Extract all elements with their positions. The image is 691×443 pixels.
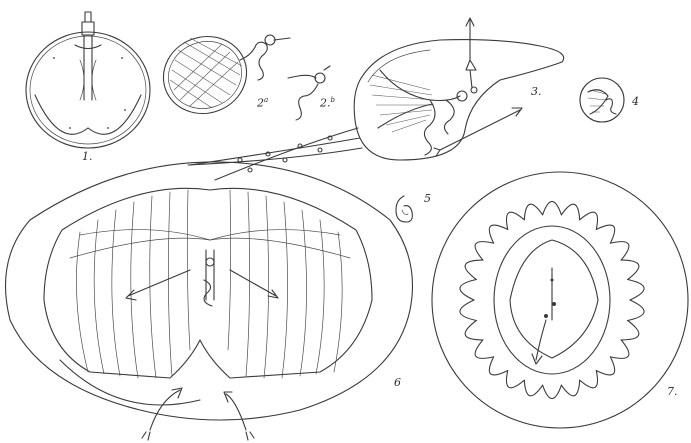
figure-6-drawing (6, 162, 413, 440)
rosette-lobe (621, 260, 639, 279)
figure-5-drawing (396, 196, 412, 222)
figure-1-drawing (26, 12, 150, 148)
figure-4-drawing (580, 78, 624, 122)
rosette-lobe (489, 225, 507, 243)
figure-2b-label: 2.b (320, 97, 335, 109)
rosette-lobe (610, 242, 628, 260)
figure-2b-sup: b (331, 96, 335, 104)
rosette-lobe (561, 204, 579, 220)
rosette-lobe (628, 300, 644, 321)
figure-2b-drawing (288, 66, 330, 120)
figure-2a-drawing (153, 25, 290, 125)
rosette-lobe (628, 280, 644, 301)
rosette-lobe (561, 380, 579, 396)
figure-7-drawing (432, 172, 688, 428)
rosette-lobe (460, 280, 476, 301)
rosette-lobe (475, 340, 493, 358)
figure-6-label: 6 (394, 377, 401, 388)
rosette-lobe (596, 357, 614, 375)
figure-5-label: 5 (424, 193, 431, 204)
rosette-lobe (506, 212, 524, 229)
figure-2a-sup: a (264, 96, 268, 104)
figure-1-label: 1. (82, 151, 93, 162)
rosette-lobe (465, 260, 483, 279)
figure-2a-label: 2a (257, 97, 268, 109)
figure-3-drawing (188, 18, 564, 180)
rosette-lobe (580, 371, 598, 388)
rosette-lobe (543, 385, 562, 398)
rosette-lobe (543, 201, 562, 214)
figure-3-label: 3. (531, 86, 542, 97)
rosette-lobe (596, 225, 614, 243)
rosette-lobe (610, 340, 628, 358)
rosette-lobe (506, 371, 524, 388)
rosette-lobe (460, 300, 476, 321)
rosette-lobe (475, 242, 493, 260)
figure-7-label: 7. (667, 386, 678, 397)
figure-4-label: 4 (632, 96, 639, 107)
rosette-lobe (580, 212, 598, 229)
rosette-lobe (524, 380, 542, 396)
rosette-lobe (489, 357, 507, 375)
rosette-lobe (524, 204, 542, 220)
rosette-lobe (465, 321, 483, 340)
rosette-lobe (621, 321, 639, 340)
